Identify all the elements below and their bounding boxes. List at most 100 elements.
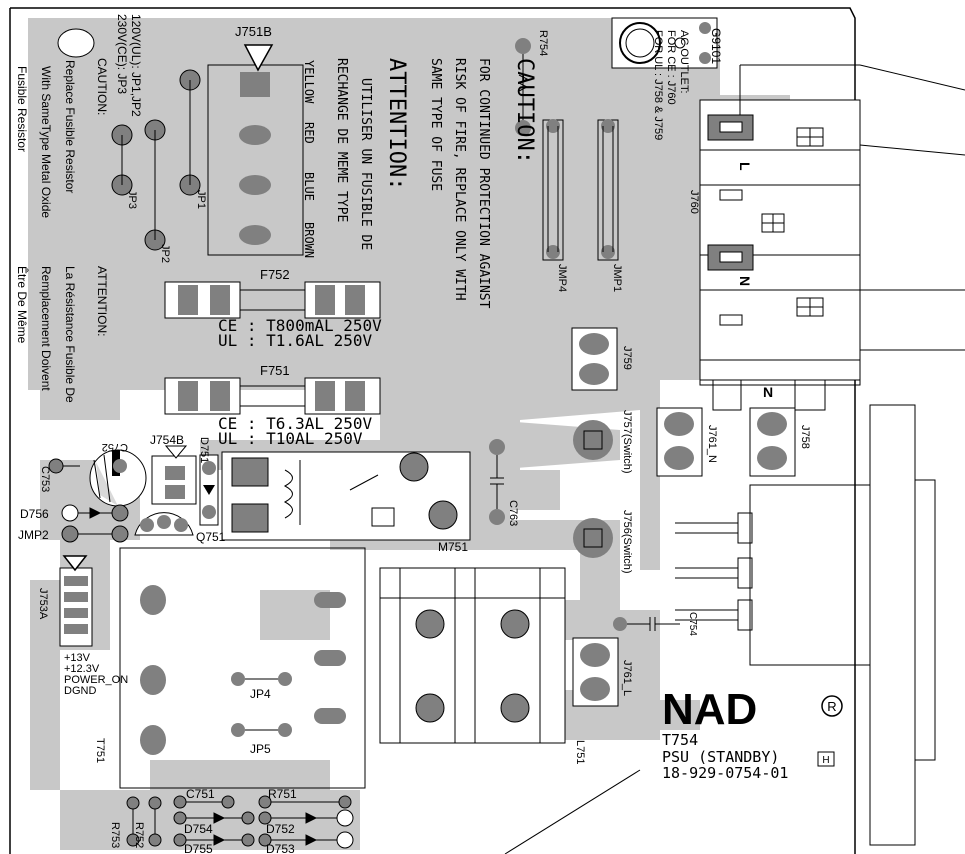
label-jumper-caution: CAUTION: — [95, 58, 109, 115]
label-en-c1: FOR CONTINUED PROTECTION AGAINST — [476, 58, 491, 309]
label-l751: L751 — [574, 740, 586, 764]
fuse-f751 — [164, 377, 381, 415]
label-c751: C751 — [186, 787, 215, 801]
connector-j761l — [572, 637, 619, 707]
connector-j754b — [151, 445, 197, 505]
label-d751: D751 — [198, 437, 210, 463]
label-wire-blue: BLUE — [302, 172, 316, 201]
connector-j758 — [749, 407, 796, 477]
label-d754: D754 — [184, 822, 213, 836]
label-j759: J759 — [621, 346, 633, 370]
label-f751-ce: CE : T6.3AL 250V — [218, 414, 372, 433]
label-j757: J757(Switch) — [621, 410, 633, 474]
board-part-number: 18-929-0754-01 — [662, 764, 788, 782]
label-fr-r3: Être De Même — [15, 266, 30, 344]
label-q751: Q751 — [196, 530, 226, 544]
label-conn-n: N — [737, 276, 753, 286]
fuse-f752 — [164, 281, 381, 319]
label-j758-n: N — [763, 384, 773, 400]
label-d752: D752 — [266, 822, 295, 836]
label-ac-outlet-1: AC OUTLET: — [678, 30, 690, 94]
label-d755: D755 — [184, 842, 213, 854]
label-j751b: J751B — [235, 24, 272, 39]
label-jmp4: JMP4 — [556, 264, 568, 292]
board-outline — [9, 7, 856, 854]
label-j761l: J761_L — [621, 660, 633, 696]
label-fr-r2: Remplacement Doivent — [39, 266, 53, 391]
diode-d751 — [199, 454, 219, 526]
label-jp5: JP5 — [250, 742, 271, 756]
connector-j751b — [207, 44, 304, 256]
label-jumper-2: 230V(CE): JP3 — [115, 14, 129, 94]
label-c752: C752 — [102, 441, 128, 453]
switch-pads — [573, 420, 613, 558]
label-ac-outlet-3: FOR UL : J758 & J759 — [652, 30, 664, 140]
connector-j761n — [656, 407, 703, 477]
connector-j759 — [571, 327, 618, 391]
connector-j753a — [59, 555, 93, 647]
label-pin-4: DGND — [64, 685, 96, 697]
rev-mark-box — [817, 751, 835, 767]
label-r754: R754 — [537, 30, 549, 56]
label-r753: R753 — [109, 822, 121, 848]
label-jumper-c3: Fusible Resistor — [15, 66, 29, 152]
label-jumper-1: 120V(UL): JP1,JP2 — [129, 14, 143, 117]
label-f752-ul: UL : T1.6AL 250V — [218, 331, 372, 350]
terminal-block — [504, 404, 936, 854]
label-fr-attention: ATTENTION: — [384, 58, 409, 190]
registered-mark-icon — [821, 695, 843, 717]
inductor-l751 — [379, 567, 566, 744]
label-pin-2: +12.3V — [64, 663, 100, 675]
transistor-q751 — [134, 512, 194, 536]
label-jmp1: JMP1 — [611, 264, 623, 292]
registered-mark-text: R — [827, 699, 836, 714]
label-c753: C753 — [39, 466, 51, 492]
label-m751: M751 — [438, 540, 468, 554]
board-description: PSU (STANDBY) — [662, 748, 779, 766]
label-jp1: JP1 — [195, 190, 207, 209]
capacitor-c763 — [489, 439, 505, 525]
label-jmp2: JMP2 — [18, 528, 49, 542]
label-f751: F751 — [260, 363, 290, 378]
label-d756: D756 — [20, 507, 49, 521]
label-f752: F752 — [260, 267, 290, 282]
label-pin-1: +13V — [64, 652, 91, 664]
label-en-c3: SAME TYPE OF FUSE — [428, 58, 443, 191]
label-f751-ul: UL : T10AL 250V — [218, 429, 363, 448]
ground-terminal-g9101 — [611, 17, 718, 69]
label-j758: J758 — [799, 425, 811, 449]
label-t751: T751 — [94, 738, 106, 763]
label-j756: J756(Switch) — [621, 510, 633, 574]
label-j761n: J761_N — [706, 425, 718, 463]
label-ac-outlet-2: FOR CE : J760 — [665, 30, 677, 105]
label-j753a: J753A — [37, 588, 49, 620]
label-en-c2: RISK OF FIRE, REPLACE ONLY WITH — [452, 58, 467, 301]
label-g9101: G9101 — [709, 28, 723, 64]
label-fr-r1: La Résistance Fusible De — [63, 266, 77, 403]
mounting-hole — [57, 28, 95, 58]
label-jp3: JP3 — [126, 190, 138, 209]
label-jp4: JP4 — [250, 687, 271, 701]
label-d753: D753 — [266, 842, 295, 854]
small-parts-left — [48, 458, 129, 543]
label-jumper-c2: With SameType Metal Oxide — [39, 66, 53, 218]
label-c754: C754 — [687, 612, 698, 636]
label-fr-r-attention: ATTENTION: — [95, 266, 109, 336]
label-conn-l: L — [737, 162, 753, 171]
label-pin-3: POWER_ON — [64, 674, 128, 686]
capacitor-c752 — [89, 449, 147, 507]
label-r752: R752 — [133, 822, 145, 848]
label-wire-yellow: YELLOW — [302, 60, 316, 104]
brand-logo: NAD — [662, 685, 757, 734]
label-j754b: J754B — [150, 433, 184, 447]
label-fr-att-2: RECHANGE DE MEME TYPE — [334, 58, 349, 222]
label-r751: R751 — [268, 787, 297, 801]
board-model: T754 — [662, 731, 698, 749]
label-wire-red: RED — [302, 122, 316, 144]
label-jp2: JP2 — [159, 244, 171, 263]
relay-m751 — [221, 451, 471, 541]
label-fr-att-1: UTILISER UN FUSIBLE DE — [358, 78, 373, 250]
resistor-r754 — [515, 38, 531, 136]
